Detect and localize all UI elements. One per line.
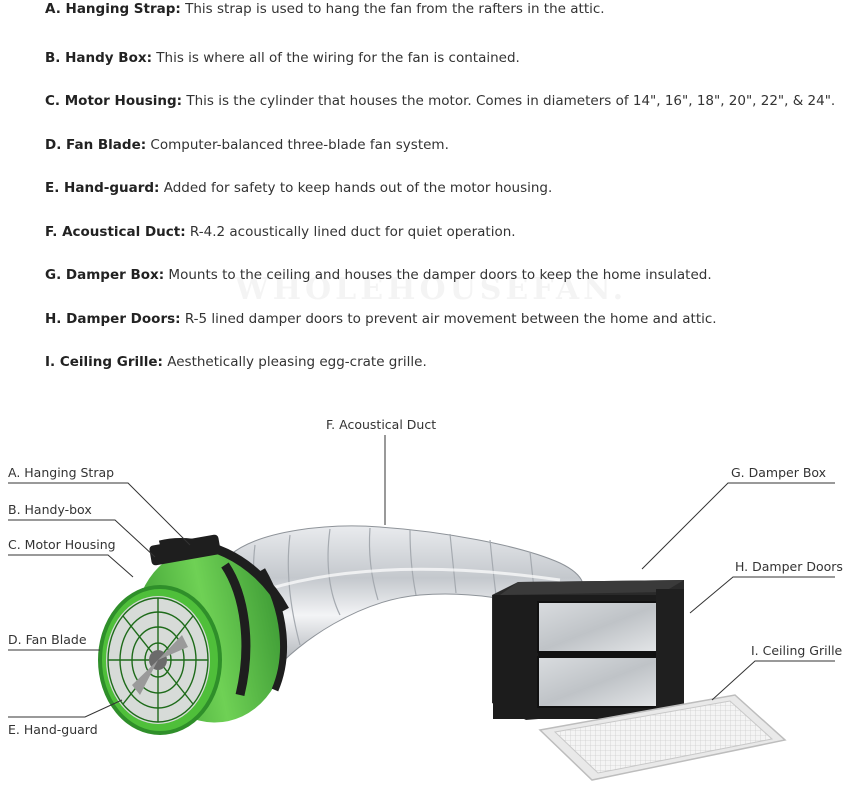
term-label: E. Hand-guard:: [45, 180, 160, 196]
term-label: G. Damper Box:: [45, 267, 165, 283]
watermark: WHOLEHOUSEFAN.: [235, 272, 627, 307]
description-damper-doors: H. Damper Doors: R-5 lined damper doors …: [45, 310, 717, 328]
description-motor-housing: C. Motor Housing: This is the cylinder t…: [45, 92, 835, 110]
description-ceiling-grille: I. Ceiling Grille: Aesthetically pleasin…: [45, 353, 427, 371]
term-label: D. Fan Blade:: [45, 137, 147, 153]
diagram-illustration: [8, 435, 835, 781]
description-damper-box: G. Damper Box: Mounts to the ceiling and…: [45, 266, 712, 284]
term-text: This strap is used to hang the fan from …: [180, 1, 605, 17]
fan-diagram: A. Hanging Strap B. Handy-box C. Motor H…: [0, 395, 845, 785]
term-label: F. Acoustical Duct:: [45, 224, 186, 240]
callout-handy-box: B. Handy-box: [8, 502, 92, 517]
leader-lines: [8, 435, 835, 718]
term-text: R-4.2 acoustically lined duct for quiet …: [185, 224, 516, 240]
callout-ceiling-grille: I. Ceiling Grille: [751, 643, 843, 658]
callout-acoustical-duct: F. Acoustical Duct: [326, 417, 437, 432]
term-text: This is where all of the wiring for the …: [151, 50, 520, 66]
term-label: I. Ceiling Grille:: [45, 354, 163, 370]
damper-box-icon: [492, 580, 684, 720]
term-label: B. Handy Box:: [45, 50, 152, 66]
term-text: Aesthetically pleasing egg-crate grille.: [162, 354, 427, 370]
description-hand-guard: E. Hand-guard: Added for safety to keep …: [45, 179, 552, 197]
callout-hand-guard: E. Hand-guard: [8, 722, 98, 737]
callout-damper-box: G. Damper Box: [731, 465, 827, 480]
term-text: R-5 lined damper doors to prevent air mo…: [180, 311, 717, 327]
description-acoustical-duct: F. Acoustical Duct: R-4.2 acoustically l…: [45, 223, 516, 241]
callout-hanging-strap: A. Hanging Strap: [8, 465, 115, 480]
term-text: Mounts to the ceiling and houses the dam…: [164, 267, 712, 283]
callout-damper-doors: H. Damper Doors: [735, 559, 843, 574]
fan-icon: [98, 534, 289, 735]
term-text: Added for safety to keep hands out of th…: [159, 180, 553, 196]
callout-fan-blade: D. Fan Blade: [8, 632, 87, 647]
term-text: This is the cylinder that houses the mot…: [182, 93, 836, 109]
term-label: A. Hanging Strap:: [45, 1, 181, 17]
description-fan-blade: D. Fan Blade: Computer-balanced three-bl…: [45, 136, 449, 154]
description-handy-box: B. Handy Box: This is where all of the w…: [45, 49, 520, 67]
term-text: Computer-balanced three-blade fan system…: [146, 137, 449, 153]
term-label: C. Motor Housing:: [45, 93, 183, 109]
callout-motor-housing: C. Motor Housing: [8, 537, 116, 552]
description-hanging-strap: A. Hanging Strap: This strap is used to …: [45, 0, 605, 18]
grille-icon: [538, 694, 787, 781]
term-label: H. Damper Doors:: [45, 311, 181, 327]
